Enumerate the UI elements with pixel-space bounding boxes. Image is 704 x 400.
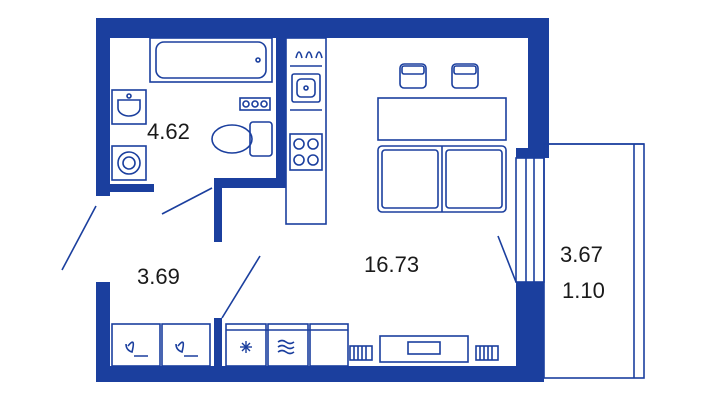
kitchen-sink-bowl: [296, 78, 316, 98]
wall-left-upper: [96, 18, 110, 196]
burner-4: [307, 154, 319, 166]
toilet-bowl: [211, 124, 253, 154]
wall-right-lower: [516, 282, 544, 382]
control-knob-2: [251, 100, 259, 108]
wall-stub: [214, 188, 222, 242]
radiator-1: [349, 345, 373, 361]
dining-table: [377, 97, 507, 141]
wall-left-lower: [96, 282, 110, 382]
washing-machine: [111, 145, 147, 181]
chair-1: [399, 63, 427, 89]
fixtures: [111, 37, 645, 379]
tv: [407, 341, 441, 355]
balcony-door-frame: [515, 157, 545, 283]
doors: [61, 187, 517, 319]
wall-bath-right: [276, 38, 286, 186]
fridge: [225, 323, 267, 367]
wall-top: [96, 18, 549, 38]
kitchen-sink-drain: [303, 85, 309, 91]
control-knob-1: [242, 100, 250, 108]
control-panel: [239, 97, 271, 111]
radiator-2-fins: [479, 346, 493, 360]
bath-sink: [111, 89, 147, 125]
washing-machine-drum: [117, 151, 141, 175]
radiator-2: [475, 345, 499, 361]
bathtub-drain: [255, 57, 261, 63]
kitchen-counter: [285, 37, 327, 225]
bathroom-area-label: 4.62: [147, 119, 190, 144]
bath-sink-bowl: [117, 99, 141, 117]
main-room-area-label: 16.73: [364, 252, 419, 277]
balcony-door: [497, 235, 517, 283]
cabinet: [309, 323, 349, 367]
range-hood-icon: [295, 51, 323, 59]
room-door: [221, 255, 261, 319]
walls: [96, 18, 549, 382]
hall-area-label: 3.69: [137, 264, 180, 289]
cooktop: [289, 133, 323, 171]
wall-stub-lower: [214, 318, 222, 366]
wall-bath-bottom-left: [110, 184, 154, 192]
bath-sink-tap: [126, 93, 132, 99]
snowflake-icon: [240, 341, 252, 353]
toilet-tank: [249, 121, 273, 157]
kitchen-sink: [291, 73, 321, 103]
hanger-icon-1: [125, 341, 148, 357]
control-knob-3: [260, 100, 268, 108]
wall-jamb-top: [516, 148, 544, 158]
hanger-icon-2: [175, 341, 198, 357]
radiator-1-fins: [353, 346, 367, 360]
wall-bottom: [96, 366, 544, 382]
sofa-cushion-2: [445, 149, 503, 209]
dryer: [267, 323, 309, 367]
wall-bath-bottom: [214, 178, 286, 188]
tv-stand: [379, 335, 469, 363]
chair-2-back: [453, 65, 477, 75]
wall-right-upper: [528, 18, 549, 158]
sofa-cushion-1: [381, 149, 439, 209]
wardrobe-2: [161, 323, 211, 367]
chair-1-back: [401, 65, 425, 75]
balcony-area-label: 3.67: [560, 242, 603, 267]
bathtub-inner: [155, 41, 267, 79]
bathroom-door: [161, 187, 213, 215]
burner-1: [293, 138, 305, 150]
entrance-door: [61, 205, 97, 271]
wardrobe-1: [111, 323, 161, 367]
burner-2: [307, 138, 319, 150]
balcony-coefficient-label: 1.10: [562, 278, 605, 303]
wave-icon: [277, 339, 295, 355]
chair-2: [451, 63, 479, 89]
bathtub: [149, 37, 273, 83]
washing-machine-door: [122, 156, 136, 170]
burner-3: [293, 154, 305, 166]
